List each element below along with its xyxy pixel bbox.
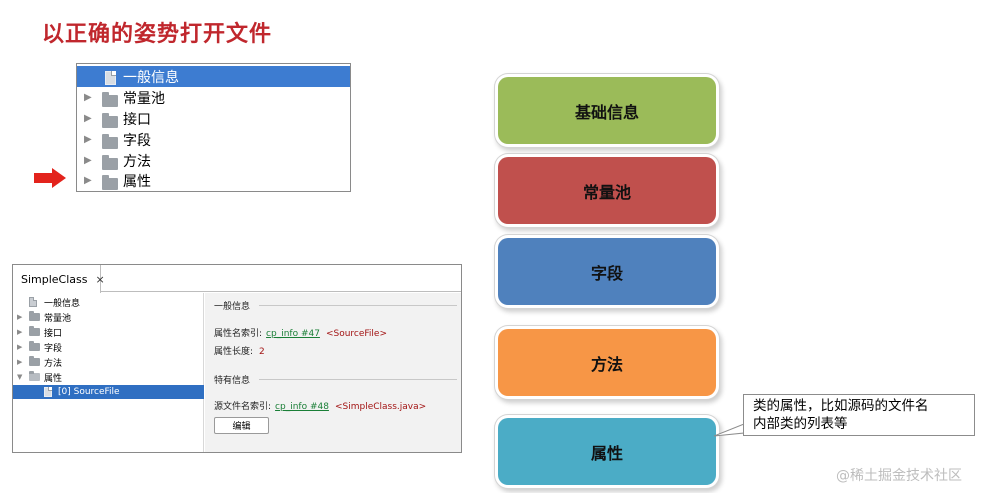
attribute-length-value: 2 [259,347,265,357]
folder-icon [102,154,118,170]
tree-item-methods[interactable]: ▶ 方法 [13,355,204,369]
expand-arrow-icon[interactable]: ▶ [17,328,23,336]
attribute-name-index-label: 属性名索引: [214,329,263,339]
expand-arrow-icon[interactable]: ▶ [84,92,92,103]
collapse-arrow-icon[interactable]: ▼ [17,373,23,381]
tree-item-label: 字段 [44,343,63,354]
tree-item-fields[interactable]: ▶ 字段 [13,340,204,354]
tree-item-label: 常量池 [44,313,72,324]
attribute-callout: 类的属性，比如源码的文件名 内部类的列表等 [743,394,975,436]
tab-label: SimpleClass [21,272,88,286]
tree-item-constant-pool[interactable]: ▶ 常量池 [77,87,350,108]
source-file-index-label: 源文件名索引: [214,402,272,412]
tree-item-label: 方法 [44,358,63,369]
section-title-specific: 特有信息 [214,376,251,386]
tree-item-general-info[interactable]: 一般信息 [77,66,350,87]
red-pointer-arrow-icon [34,168,66,188]
callout-pointer [714,424,745,437]
expand-arrow-icon[interactable]: ▶ [17,343,23,351]
class-structure-tree: 一般信息 ▶ 常量池 ▶ 接口 ▶ 字段 ▶ 方法 ▶ 属性 [76,63,351,192]
box-basic-info: 基础信息 [498,77,716,144]
expand-arrow-icon[interactable]: ▶ [17,358,23,366]
folder-open-icon [29,371,40,381]
expand-arrow-icon[interactable]: ▶ [84,155,92,166]
box-attributes: 属性 [498,418,716,485]
box-methods: 方法 [498,329,716,396]
document-icon [44,387,52,397]
box-constant-pool: 常量池 [498,157,716,224]
callout-line-2: 内部类的列表等 [753,416,848,432]
tree-item-label: 一般信息 [44,298,81,309]
cp-info-48-link[interactable]: cp_info #48 [275,402,329,412]
tree-item-label: 字段 [123,132,151,149]
tree-item-interfaces[interactable]: ▶ 接口 [77,108,350,129]
tree-item-label: 属性 [123,173,151,190]
tree-item-label: [0] SourceFile [58,387,120,397]
folder-icon [29,311,40,321]
tree-item-label: 属性 [44,373,63,384]
expand-arrow-icon[interactable]: ▶ [84,134,92,145]
document-icon [29,297,37,307]
class-viewer-window: SimpleClass × 一般信息 ▶ 常量池 ▶ 接口 ▶ 字段 ▶ 方法 [12,264,462,453]
folder-icon [102,174,118,190]
expand-arrow-icon[interactable]: ▶ [17,313,23,321]
source-file-value: <SimpleClass.java> [334,402,427,412]
attribute-name-value: <SourceFile> [325,329,388,339]
tree-item-constant-pool[interactable]: ▶ 常量池 [13,310,204,324]
close-icon[interactable]: × [95,272,105,286]
callout-line-1: 类的属性，比如源码的文件名 [753,398,929,414]
attribute-name-index-row: 属性名索引:cp_info #47 <SourceFile> [214,326,387,339]
folder-icon [102,112,118,128]
structure-tree-pane: 一般信息 ▶ 常量池 ▶ 接口 ▶ 字段 ▶ 方法 ▼ 属性 [ [13,293,204,452]
cp-info-47-link[interactable]: cp_info #47 [266,329,320,339]
tree-item-sourcefile[interactable]: [0] SourceFile [13,385,204,399]
attribute-length-row: 属性长度: 2 [214,344,265,357]
tab-simpleclass[interactable]: SimpleClass × [13,265,105,293]
folder-icon [102,91,118,107]
slide-title: 以正确的姿势打开文件 [42,22,273,47]
edit-button[interactable]: 编辑 [214,417,269,434]
box-fields: 字段 [498,238,716,305]
section-title-general: 一般信息 [214,302,251,312]
tree-item-methods[interactable]: ▶ 方法 [77,150,350,171]
tree-item-attributes[interactable]: ▼ 属性 [13,370,204,384]
tree-item-general-info[interactable]: 一般信息 [13,295,204,309]
document-icon [102,70,118,85]
tree-item-label: 常量池 [123,90,165,107]
section-divider [259,305,457,306]
tree-item-interfaces[interactable]: ▶ 接口 [13,325,204,339]
tree-item-label: 方法 [123,153,151,170]
attribute-length-label: 属性长度: [214,347,254,357]
expand-arrow-icon[interactable]: ▶ [84,113,92,124]
tab-bar: SimpleClass × [13,265,461,293]
tree-item-fields[interactable]: ▶ 字段 [77,129,350,150]
tree-item-label: 接口 [44,328,63,339]
folder-icon [102,133,118,149]
folder-icon [29,326,40,336]
folder-icon [29,356,40,366]
tree-item-attributes[interactable]: ▶ 属性 [77,170,350,191]
tree-item-label: 接口 [123,111,151,128]
watermark: @稀土掘金技术社区 [836,468,962,484]
folder-icon [29,341,40,351]
source-file-index-row: 源文件名索引:cp_info #48 <SimpleClass.java> [214,399,426,412]
section-divider [259,379,457,380]
attribute-details-pane: 一般信息 属性名索引:cp_info #47 <SourceFile> 属性长度:… [205,293,461,452]
tree-item-label: 一般信息 [123,69,179,86]
expand-arrow-icon[interactable]: ▶ [84,175,92,186]
